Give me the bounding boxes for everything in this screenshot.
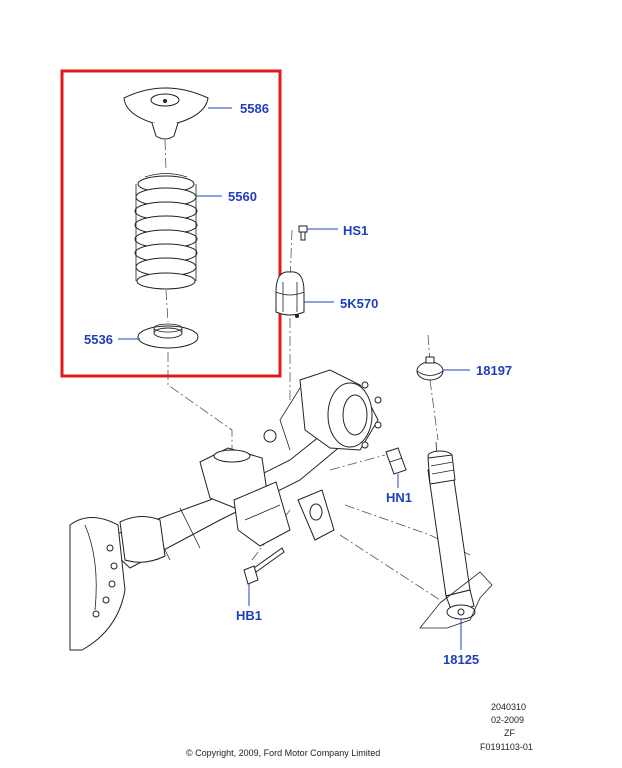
callout-hs1: HS1 <box>343 223 368 238</box>
drawing-code-3: ZF <box>504 728 515 738</box>
bolt-hb1 <box>243 547 285 585</box>
nut-hn1 <box>385 447 407 475</box>
lower-shock-mount <box>297 489 335 541</box>
wheel-hub <box>279 369 382 451</box>
callout-hb1: HB1 <box>236 608 262 623</box>
callout-5536: 5536 <box>84 332 113 347</box>
callout-5k570: 5K570 <box>340 296 378 311</box>
shock-absorber <box>419 441 493 629</box>
callout-5586: 5586 <box>240 101 269 116</box>
callout-18125: 18125 <box>443 652 479 667</box>
drawing-code-4: F0191103-01 <box>480 742 533 752</box>
copyright-text: © Copyright, 2009, Ford Motor Company Li… <box>186 748 380 758</box>
bolt-hs1 <box>298 225 308 241</box>
lower-spring-insulator <box>137 323 199 349</box>
callout-hn1: HN1 <box>386 490 412 505</box>
drawing-code-1: 2040310 <box>491 702 526 712</box>
shock-bushing <box>416 356 444 381</box>
centerline-shock <box>427 334 439 441</box>
centerline-mount <box>344 504 471 556</box>
centerline-nut <box>329 454 386 471</box>
centerline-spring <box>164 139 233 452</box>
spring-perch <box>199 429 291 547</box>
callout-5560: 5560 <box>228 189 257 204</box>
upper-spring-insulator <box>123 87 209 140</box>
jounce-bumper <box>275 271 305 318</box>
coil-spring <box>134 173 198 290</box>
highlight-box <box>60 69 282 378</box>
drawing-code-2: 02-2009 <box>491 715 524 725</box>
callout-18197: 18197 <box>476 363 512 378</box>
rear-axle-housing <box>69 419 349 651</box>
